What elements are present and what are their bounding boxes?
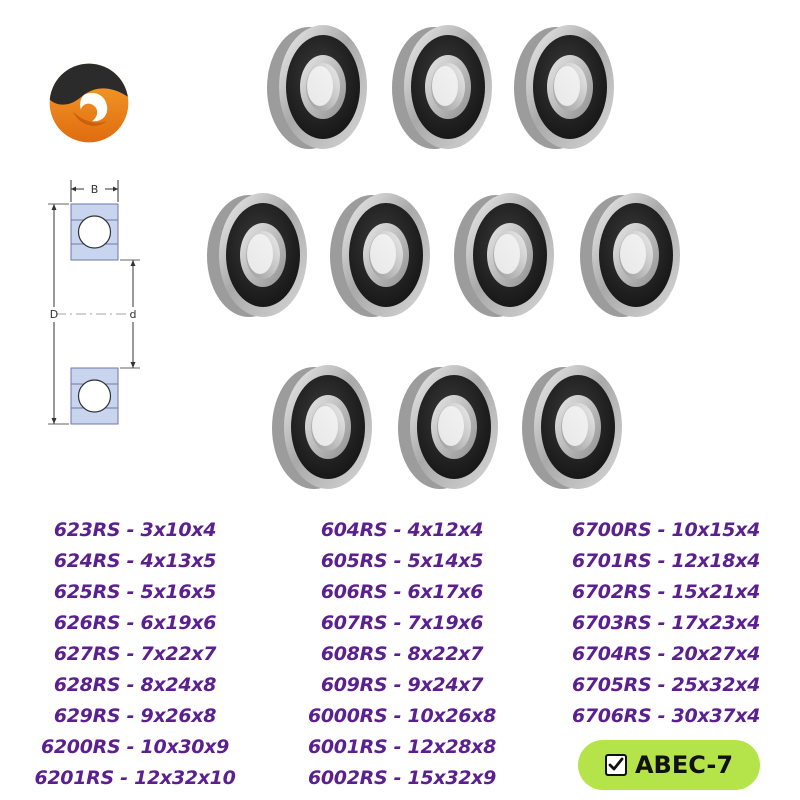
bearing-image-5	[330, 193, 430, 317]
spec-column-1: 623RS - 3x10x4 624RS - 4x13x5 625RS - 5x16…	[16, 515, 254, 794]
spec-line: 607RS - 7x19x6	[320, 612, 484, 634]
spec-line: 624RS - 4x13x5	[53, 550, 217, 572]
spec-line: 605RS - 5x14x5	[320, 550, 484, 572]
bearing-image-7	[580, 193, 680, 317]
spec-line: 6201RS - 12x32x10	[34, 767, 236, 789]
spec-line: 626RS - 6x19x6	[53, 612, 217, 634]
spec-line: 6702RS - 15x21x4	[571, 581, 761, 603]
spec-line: 606RS - 6x17x6	[320, 581, 484, 603]
abec-label: ABEC-7	[634, 751, 734, 779]
spec-line: 6001RS - 12x28x8	[307, 736, 497, 758]
spec-line: 6706RS - 30x37x4	[571, 705, 761, 727]
spec-line: 6000RS - 10x26x8	[307, 705, 497, 727]
bearing-image-2	[392, 25, 492, 149]
bearing-image-1	[267, 25, 367, 149]
spec-line: 6700RS - 10x15x4	[571, 519, 761, 541]
bearing-image-8	[272, 365, 372, 489]
spec-line: 6703RS - 17x23x4	[571, 612, 761, 634]
bearing-image-4	[207, 193, 307, 317]
spec-line: 629RS - 9x26x8	[53, 705, 217, 727]
spec-line: 627RS - 7x22x7	[53, 643, 217, 665]
spec-line: 6701RS - 12x18x4	[571, 550, 761, 572]
bearing-dimension-diagram: B D d	[48, 180, 140, 425]
spec-line: 604RS - 4x12x4	[320, 519, 484, 541]
dimension-label-D: D	[50, 308, 58, 321]
spec-column-2: 604RS - 4x12x4 605RS - 5x14x5 606RS - 6x17…	[280, 515, 524, 794]
brand-logo-icon	[49, 63, 129, 143]
spec-line: 6002RS - 15x32x9	[307, 767, 497, 789]
spec-line: 608RS - 8x22x7	[320, 643, 484, 665]
checkbox-check-icon	[604, 754, 627, 776]
dimension-label-b: B	[91, 183, 99, 196]
bearing-image-6	[454, 193, 554, 317]
bearing-image-10	[522, 365, 622, 489]
bearing-image-9	[398, 365, 498, 489]
spec-line: 609RS - 9x24x7	[320, 674, 484, 696]
spec-line: 6704RS - 20x27x4	[571, 643, 761, 665]
dimension-label-d: d	[130, 308, 137, 321]
spec-line: 6705RS - 25x32x4	[571, 674, 761, 696]
spec-line: 6200RS - 10x30x9	[40, 736, 230, 758]
spec-column-3: 6700RS - 10x15x4 6701RS - 12x18x4 6702RS -…	[548, 515, 784, 732]
spec-line: 625RS - 5x16x5	[53, 581, 217, 603]
abec-badge: ABEC-7	[578, 740, 760, 790]
spec-line: 623RS - 3x10x4	[53, 519, 217, 541]
bearing-image-3	[514, 25, 614, 149]
spec-line: 628RS - 8x24x8	[53, 674, 217, 696]
